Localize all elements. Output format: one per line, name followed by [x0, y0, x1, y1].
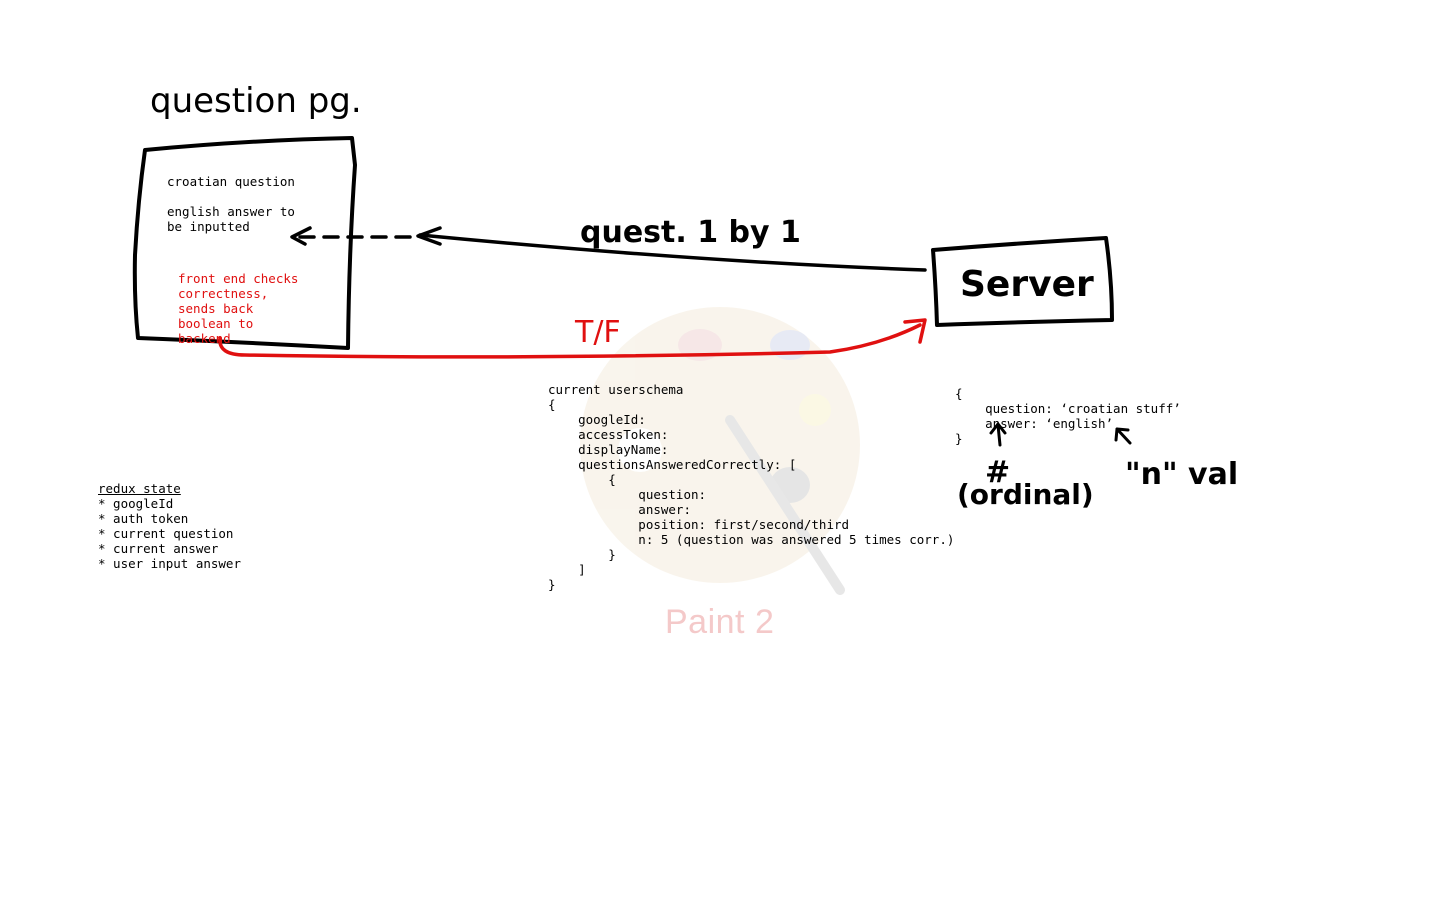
server-record-block: { question: ‘croatian stuff’ answer: ‘en…: [955, 371, 1181, 461]
watermark-label: Paint 2: [665, 603, 775, 641]
diagram-title: question pg.: [150, 81, 362, 121]
note-line: sends back: [178, 301, 254, 316]
arrow-up-ordinal-icon: [989, 422, 1007, 447]
question-box-line1: croatian question: [167, 174, 295, 189]
redux-item: * current answer: [98, 541, 219, 556]
schema-line: questionsAnsweredCorrectly: [: [548, 457, 797, 472]
server-box: [931, 236, 1114, 327]
question-box: [132, 136, 357, 350]
server-label: Server: [960, 264, 1094, 305]
arrow-up-n-icon: [1114, 427, 1132, 445]
arrowhead-left-small-icon: [290, 226, 312, 246]
annotation-ordinal-symbol: #: [985, 455, 1010, 490]
arrow-boolean-to-server: [218, 323, 922, 359]
redux-item: * current question: [98, 526, 234, 541]
schema-line: {: [548, 397, 556, 412]
question-box-line3: be inputted: [167, 219, 250, 234]
schema-line: googleId:: [548, 412, 646, 427]
schema-line: {: [548, 472, 616, 487]
schema-line: position: first/second/third: [548, 517, 850, 532]
record-line: answer: ‘english’: [955, 416, 1114, 431]
redux-item: * googleId: [98, 496, 174, 511]
note-line: backend: [178, 331, 231, 346]
schema-line: displayName:: [548, 442, 669, 457]
redux-heading: redux state: [98, 481, 181, 496]
arrow-bottom-label: T/F: [574, 315, 621, 350]
annotation-n-value: "n" val: [1125, 457, 1238, 492]
arrowhead-right-red-icon: [903, 318, 927, 344]
schema-line: current userschema: [548, 382, 684, 397]
note-line: correctness,: [178, 286, 269, 301]
redux-item: * auth token: [98, 511, 189, 526]
question-box-line2: english answer to: [167, 204, 295, 219]
schema-line: }: [548, 577, 556, 592]
userschema-block: current userschema{ googleId: accessToke…: [548, 367, 954, 607]
record-line: question: ‘croatian stuff’: [955, 401, 1181, 416]
schema-line: n: 5 (question was answered 5 times corr…: [548, 532, 955, 547]
schema-line: }: [548, 547, 616, 562]
note-line: front end checks: [178, 271, 299, 286]
annotation-ordinal: (ordinal): [957, 478, 1094, 511]
arrow-top-label: quest. 1 by 1: [580, 215, 801, 250]
schema-line: accessToken:: [548, 427, 669, 442]
note-line: boolean to: [178, 316, 254, 331]
record-line: }: [955, 431, 963, 446]
paint-palette-watermark-icon: [580, 307, 860, 595]
schema-line: answer:: [548, 502, 691, 517]
schema-line: ]: [548, 562, 586, 577]
redux-state-block: redux state* googleId* auth token* curre…: [98, 466, 241, 586]
arrowhead-left-icon: [416, 226, 442, 246]
redux-item: * user input answer: [98, 556, 241, 571]
schema-line: question:: [548, 487, 707, 502]
record-line: {: [955, 386, 963, 401]
arrow-questions-to-client: [418, 233, 927, 272]
